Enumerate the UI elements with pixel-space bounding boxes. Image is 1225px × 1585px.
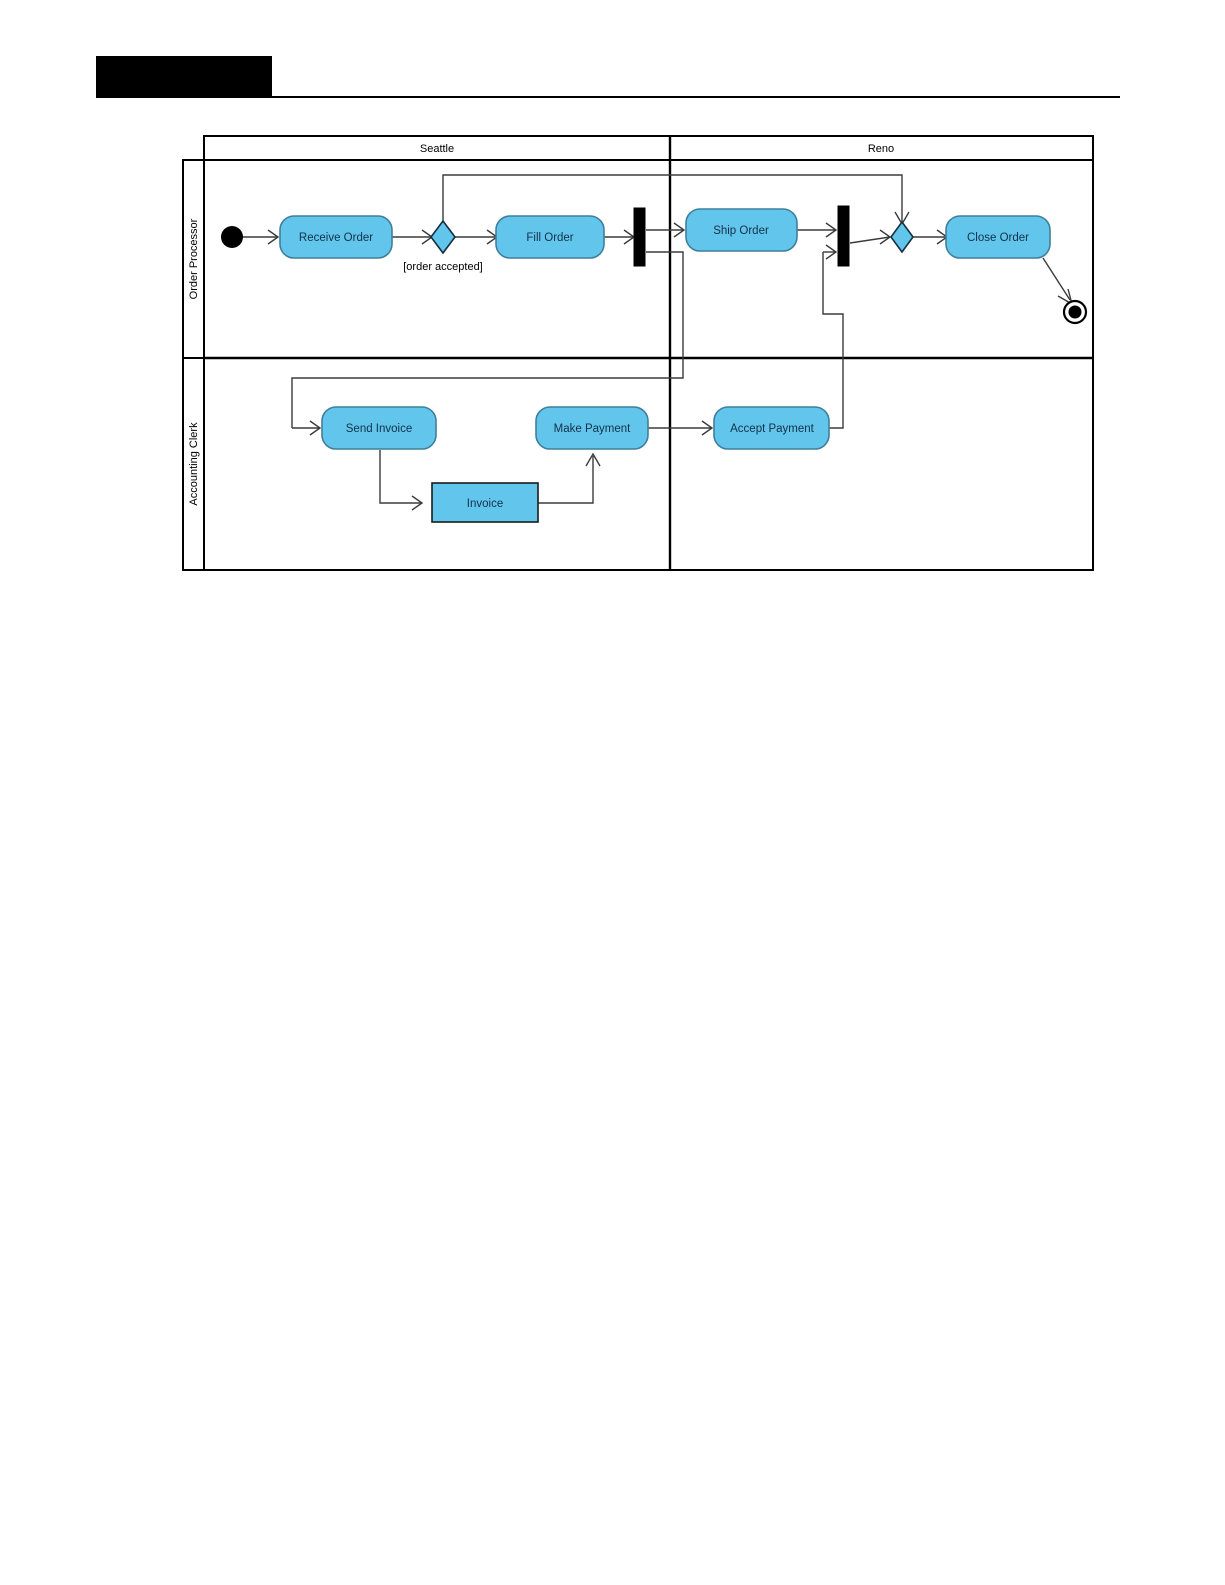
edge-accept-payment-to-join xyxy=(822,252,844,429)
arrowhead-invoice xyxy=(411,495,424,511)
action-fill-order[interactable]: Fill Order xyxy=(495,215,605,259)
decision-node[interactable] xyxy=(430,219,456,255)
action-accept-payment[interactable]: Accept Payment xyxy=(713,406,830,450)
guard-label-order-accepted: [order accepted] xyxy=(403,261,483,273)
column-header-reno: Reno xyxy=(868,143,894,155)
action-receive-order-shape[interactable] xyxy=(279,215,393,259)
arrowhead-make-payment xyxy=(585,452,601,467)
action-ship-order-label: Ship Order xyxy=(713,225,769,237)
arrowhead-ship-order xyxy=(673,222,686,238)
action-send-invoice-label: Send Invoice xyxy=(346,423,413,435)
flow-edges xyxy=(243,174,1074,511)
swimlane-frame xyxy=(182,135,1094,571)
action-close-order-shape[interactable] xyxy=(945,215,1051,259)
final-node[interactable] xyxy=(1062,299,1088,325)
action-ship-order-shape[interactable] xyxy=(685,208,798,252)
edge-send-invoice-to-invoice xyxy=(379,450,422,504)
action-fill-order-shape[interactable] xyxy=(495,215,605,259)
document-header xyxy=(0,0,1225,110)
column-header-band xyxy=(203,135,1094,161)
action-receive-order-label: Receive Order xyxy=(299,232,373,244)
diagram-body-frame xyxy=(203,159,1094,571)
initial-node[interactable] xyxy=(221,226,243,248)
edge-fork-to-send-invoice xyxy=(291,251,684,428)
action-make-payment[interactable]: Make Payment xyxy=(535,406,649,450)
action-make-payment-shape[interactable] xyxy=(535,406,649,450)
object-node-invoice-label: Invoice xyxy=(467,498,503,510)
arrowhead-merge-left xyxy=(879,229,892,245)
action-send-invoice[interactable]: Send Invoice xyxy=(321,406,437,450)
fork-bar[interactable] xyxy=(633,207,646,267)
action-close-order-label: Close Order xyxy=(967,232,1029,244)
action-receive-order[interactable]: Receive Order xyxy=(279,215,393,259)
action-accept-payment-label: Accept Payment xyxy=(730,423,815,435)
redacted-title-bar xyxy=(96,56,272,96)
action-make-payment-label: Make Payment xyxy=(554,423,632,435)
arrowhead-receive-order xyxy=(267,229,280,245)
object-node-invoice-shape[interactable] xyxy=(431,482,539,523)
arrowhead-join-bottom xyxy=(825,244,838,260)
header-divider-rule xyxy=(96,96,1120,98)
action-accept-payment-shape[interactable] xyxy=(713,406,830,450)
edge-invoice-to-make-payment xyxy=(538,456,594,504)
arrowhead-send-invoice xyxy=(309,420,322,436)
edge-join-to-merge xyxy=(849,236,891,244)
lane-label-accounting-clerk: Accounting Clerk xyxy=(188,422,200,506)
join-bar[interactable] xyxy=(837,205,850,267)
action-ship-order[interactable]: Ship Order xyxy=(685,208,798,252)
arrowhead-join-top xyxy=(825,222,838,238)
edge-decision-to-merge-bypass xyxy=(442,174,903,222)
column-header-seattle: Seattle xyxy=(420,143,454,155)
arrowhead-accept-payment xyxy=(701,420,714,436)
final-node-dot xyxy=(1068,305,1082,319)
lane-label-order-processor: Order Processor xyxy=(188,218,200,299)
edge-close-order-to-final xyxy=(1042,257,1071,301)
action-close-order[interactable]: Close Order xyxy=(945,215,1051,259)
action-fill-order-label: Fill Order xyxy=(526,232,573,244)
object-node-invoice[interactable]: Invoice xyxy=(431,482,539,523)
merge-node[interactable] xyxy=(890,220,914,254)
action-send-invoice-shape[interactable] xyxy=(321,406,437,450)
